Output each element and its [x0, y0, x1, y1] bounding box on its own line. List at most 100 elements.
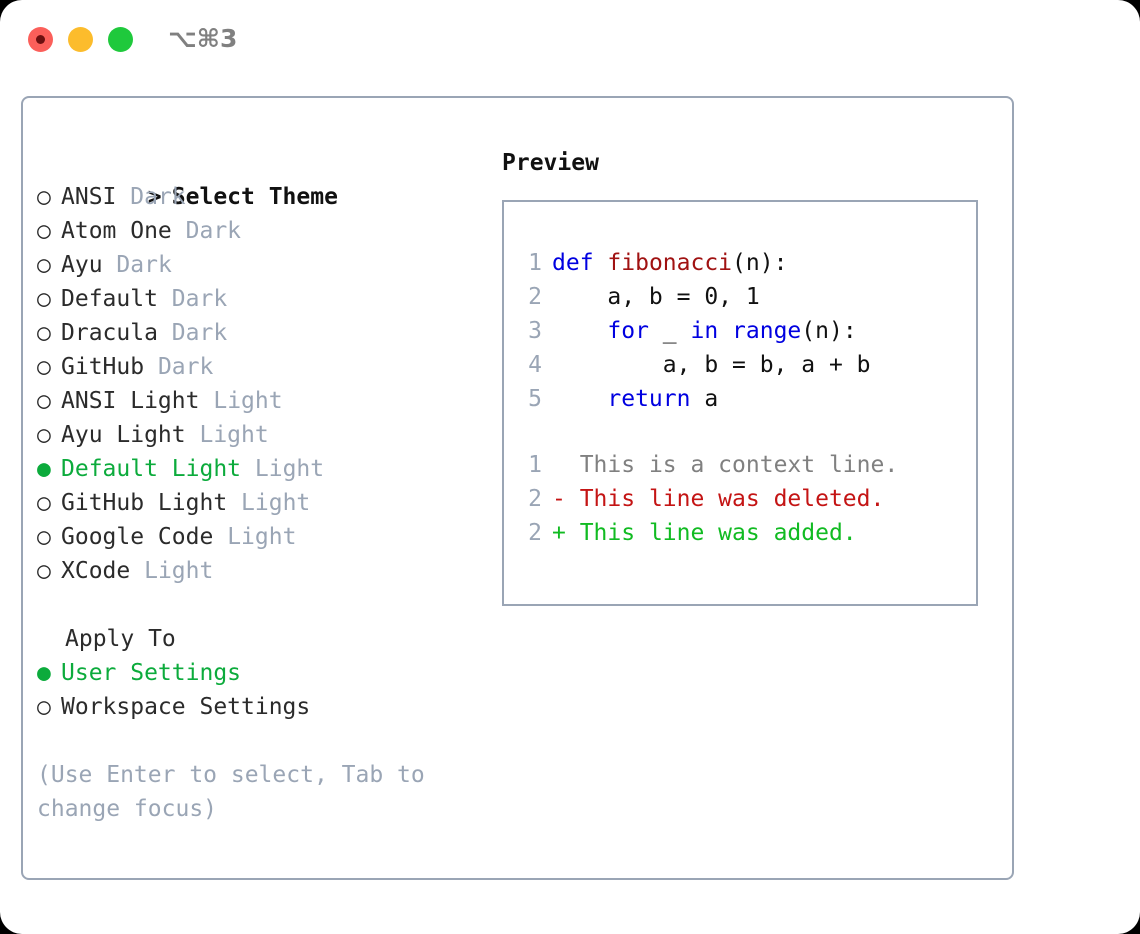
diff-text: This line was added.	[579, 520, 857, 546]
section-spacer	[37, 588, 477, 622]
code-token: (n):	[801, 318, 857, 344]
theme-picker-header-label: Select Theme	[171, 184, 338, 210]
theme-list-item[interactable]: ○ Ayu Light Light	[37, 418, 477, 452]
theme-picker-header: > Select Theme	[37, 146, 477, 210]
line-number: 1	[528, 452, 542, 478]
theme-variant-label: Light	[213, 388, 283, 414]
code-token: _	[648, 318, 691, 344]
radio-unselected-icon: ○	[37, 524, 65, 550]
keyboard-shortcut-label: ⌥⌘3	[168, 24, 238, 53]
theme-variant-label: Dark	[157, 354, 214, 380]
line-number: 2	[528, 284, 542, 310]
line-number: 5	[528, 386, 542, 412]
line-number: 4	[528, 352, 542, 378]
code-diff-gap	[518, 416, 966, 448]
theme-list-item[interactable]: ○ GitHub Light Light	[37, 486, 477, 520]
theme-name-label: Default Light	[61, 456, 242, 482]
main-panel: > Select Theme ○ ANSI Dark○ Atom One Dar…	[21, 96, 1014, 880]
code-token: in	[690, 318, 719, 344]
theme-variant-label: Dark	[116, 252, 172, 278]
theme-name-label: Google Code	[61, 524, 214, 550]
theme-list-item[interactable]: ○ Google Code Light	[37, 520, 477, 554]
radio-unselected-icon: ○	[37, 184, 65, 210]
theme-variant-label: Light	[241, 490, 311, 516]
theme-variant-label: Light	[144, 558, 214, 584]
code-token: a, b = 0, 1	[552, 284, 760, 310]
theme-variant-label: Dark	[171, 286, 228, 312]
code-token: (n):	[732, 250, 788, 276]
theme-name-label: Default	[61, 286, 158, 312]
theme-picker-column: > Select Theme ○ ANSI Dark○ Atom One Dar…	[37, 146, 477, 826]
theme-name-label: GitHub Light	[61, 490, 228, 516]
diff-sign	[552, 452, 580, 478]
radio-unselected-icon: ○	[37, 320, 65, 346]
theme-list-item[interactable]: ○ XCode Light	[37, 554, 477, 588]
code-token	[552, 318, 607, 344]
theme-name-label: Ayu Light	[61, 422, 186, 448]
code-line: 2 a, b = 0, 1	[518, 280, 966, 314]
code-line: 3 for _ in range(n):	[518, 314, 966, 348]
window-controls	[28, 27, 133, 52]
diff-line: 2- This line was deleted.	[518, 482, 966, 516]
apply-to-item[interactable]: ● User Settings	[37, 656, 477, 690]
apply-to-label: Workspace Settings	[61, 694, 311, 720]
code-token	[552, 386, 607, 412]
theme-list-item[interactable]: ○ ANSI Dark	[37, 180, 477, 214]
radio-selected-icon: ●	[37, 660, 65, 686]
code-token: a, b = b, a + b	[552, 352, 871, 378]
title-bar: ⌥⌘3	[0, 0, 1140, 80]
code-line: 5 return a	[518, 382, 966, 416]
code-line: 4 a, b = b, a + b	[518, 348, 966, 382]
code-token: def	[552, 250, 594, 276]
apply-to-header: Apply To	[65, 626, 176, 652]
apply-to-list: ● User Settings○ Workspace Settings	[37, 656, 477, 724]
code-token: a	[690, 386, 719, 412]
radio-unselected-icon: ○	[37, 422, 65, 448]
theme-list-item[interactable]: ○ Atom One Dark	[37, 214, 477, 248]
theme-variant-label: Light	[227, 524, 297, 550]
line-number: 2	[528, 486, 542, 512]
theme-list-item[interactable]: ○ ANSI Light Light	[37, 384, 477, 418]
theme-list-item[interactable]: ● Default Light Light	[37, 452, 477, 486]
theme-name-label: XCode	[61, 558, 131, 584]
code-token	[594, 250, 608, 276]
theme-list-item[interactable]: ○ Ayu Dark	[37, 248, 477, 282]
maximize-window-button[interactable]	[108, 27, 133, 52]
radio-selected-icon: ●	[37, 456, 65, 482]
minimize-window-button[interactable]	[68, 27, 93, 52]
line-number: 3	[528, 318, 542, 344]
theme-name-label: Dracula	[61, 320, 158, 346]
theme-variant-label: Light	[199, 422, 269, 448]
code-token: for	[607, 318, 649, 344]
radio-unselected-icon: ○	[37, 218, 65, 244]
radio-unselected-icon: ○	[37, 490, 65, 516]
diff-text: This is a context line.	[579, 452, 899, 478]
radio-unselected-icon: ○	[37, 286, 65, 312]
close-window-button[interactable]	[28, 27, 53, 52]
code-token: return	[607, 386, 691, 412]
theme-list: ○ ANSI Dark○ Atom One Dark○ Ayu Dark○ De…	[37, 180, 477, 588]
theme-name-label: Ayu	[61, 252, 103, 278]
theme-name-label: ANSI Light	[61, 388, 200, 414]
theme-name-label: GitHub	[61, 354, 145, 380]
preview-title: Preview	[502, 150, 599, 176]
theme-list-item[interactable]: ○ Dracula Dark	[37, 316, 477, 350]
theme-variant-label: Dark	[185, 218, 242, 244]
theme-list-item[interactable]: ○ GitHub Dark	[37, 350, 477, 384]
apply-to-item[interactable]: ○ Workspace Settings	[37, 690, 477, 724]
diff-line: 1 This is a context line.	[518, 448, 966, 482]
theme-list-item[interactable]: ○ Default Dark	[37, 282, 477, 316]
apply-to-label: User Settings	[61, 660, 242, 686]
diff-sign: +	[552, 520, 580, 546]
theme-variant-label: Dark	[171, 320, 228, 346]
diff-sample: 1 This is a context line.2- This line wa…	[518, 448, 966, 550]
radio-unselected-icon: ○	[37, 388, 65, 414]
radio-unselected-icon: ○	[37, 252, 65, 278]
radio-unselected-icon: ○	[37, 354, 65, 380]
